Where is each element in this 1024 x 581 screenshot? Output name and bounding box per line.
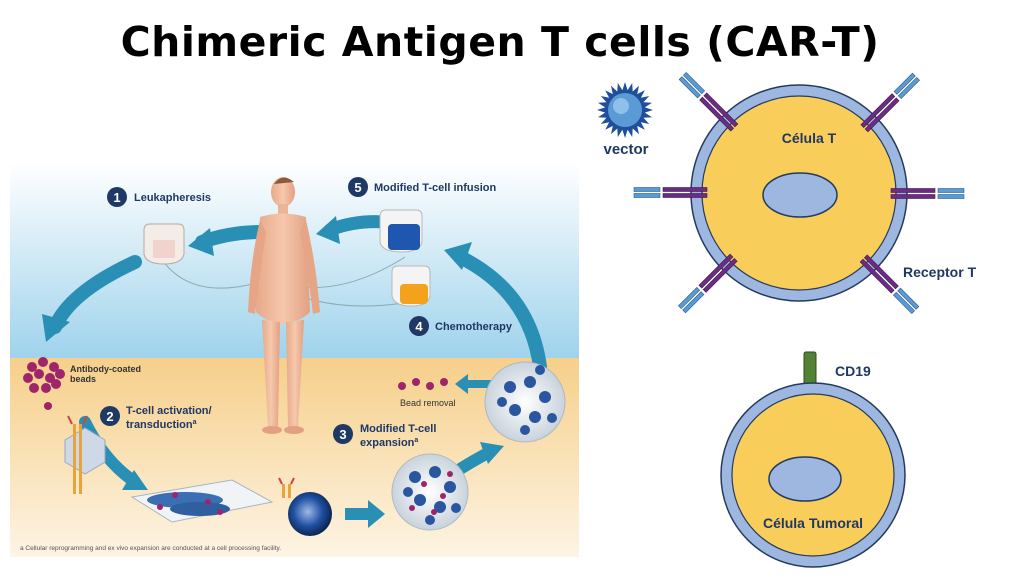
step-4-number: 4 bbox=[415, 319, 423, 334]
removed-beads bbox=[398, 378, 448, 390]
step-2-label-line2: transduction bbox=[126, 419, 193, 431]
arrowhead-4 bbox=[444, 242, 472, 270]
arrowhead-1 bbox=[188, 228, 214, 256]
step-1: 1 Leukapheresis bbox=[107, 187, 211, 207]
bead-removal-label: Bead removal bbox=[400, 398, 456, 408]
cd19-label: CD19 bbox=[835, 363, 871, 379]
t-cell-nucleus bbox=[762, 172, 838, 218]
patient-figure bbox=[248, 177, 320, 434]
step-5-label: Modified T-cell infusion bbox=[374, 182, 497, 194]
expansion-dish bbox=[391, 453, 469, 531]
step-1-label: Leukapheresis bbox=[134, 192, 211, 204]
step-2: 2 T-cell activation/ transductiona bbox=[100, 405, 212, 431]
beads-label-line2: beads bbox=[70, 374, 96, 384]
receptor-6 bbox=[859, 254, 920, 314]
svg-text:expansiona: expansiona bbox=[360, 437, 418, 449]
step-3-number: 3 bbox=[339, 427, 346, 442]
receptor-4 bbox=[890, 188, 965, 199]
leukapheresis-bag bbox=[143, 223, 185, 265]
antibody-coated-beads bbox=[23, 357, 65, 410]
t-cell bbox=[690, 84, 908, 302]
svg-text:transductiona: transductiona bbox=[126, 419, 197, 431]
tumor-cell-nucleus bbox=[768, 456, 842, 502]
step-2-label-line1: T-cell activation/ bbox=[126, 405, 212, 417]
step-4-label: Chemotherapy bbox=[435, 321, 513, 333]
step-2-footnote-mark: a bbox=[193, 419, 197, 426]
arrowhead-6 bbox=[368, 500, 385, 528]
step-3-label-line1: Modified T-cell bbox=[360, 423, 436, 435]
arrowhead-8 bbox=[455, 374, 468, 394]
arrowhead-5 bbox=[122, 470, 148, 490]
arrowhead-7 bbox=[480, 442, 504, 464]
cart-process-illustration: 1 Leukapheresis 5 Modified T-cell infusi… bbox=[10, 162, 579, 557]
transduced-t-cell bbox=[288, 492, 332, 536]
arrow-expansion-up bbox=[453, 250, 547, 374]
process-footnote: a Cellular reprogramming and ex vivo exp… bbox=[20, 545, 281, 552]
step-1-number: 1 bbox=[113, 190, 120, 205]
receptor-5 bbox=[678, 253, 738, 314]
chemotherapy-bag bbox=[391, 265, 431, 307]
receptor-2 bbox=[860, 72, 920, 133]
receptor-1 bbox=[678, 72, 739, 132]
activation-cell bbox=[64, 415, 106, 494]
step-4: 4 Chemotherapy bbox=[409, 316, 513, 336]
slide-title: Chimeric Antigen T cells (CAR-T) bbox=[120, 18, 880, 66]
culture-dish bbox=[130, 479, 274, 523]
vector-receptor-small bbox=[278, 477, 295, 498]
tumor-cell-label: Célula Tumoral bbox=[763, 515, 863, 531]
step-2-number: 2 bbox=[106, 409, 113, 424]
infusion-bag-blue bbox=[379, 209, 423, 253]
bead-removal-dish bbox=[484, 361, 566, 443]
step-3-label-line2: expansion bbox=[360, 437, 415, 449]
step-3-footnote-mark: a bbox=[414, 437, 418, 444]
step-5-number: 5 bbox=[354, 180, 361, 195]
vector-icon bbox=[597, 82, 653, 138]
vector-label: vector bbox=[603, 141, 648, 158]
step-5: 5 Modified T-cell infusion bbox=[348, 177, 497, 197]
beads-label-line1: Antibody-coated bbox=[70, 364, 141, 374]
arrowhead-2 bbox=[42, 314, 70, 342]
t-cell-label: Célula T bbox=[782, 130, 837, 146]
step-3: 3 Modified T-cell expansiona bbox=[333, 423, 436, 449]
arrowhead-3 bbox=[316, 216, 340, 244]
t-cell-receptors bbox=[633, 72, 965, 314]
tumor-cell bbox=[720, 382, 906, 568]
car-t-cell-schematic: vector Célula T Receptor T CD19 Célula T… bbox=[585, 70, 1024, 576]
tubing-left bbox=[159, 256, 261, 289]
receptor-3 bbox=[633, 187, 708, 198]
receptor-label: Receptor T bbox=[903, 264, 977, 280]
